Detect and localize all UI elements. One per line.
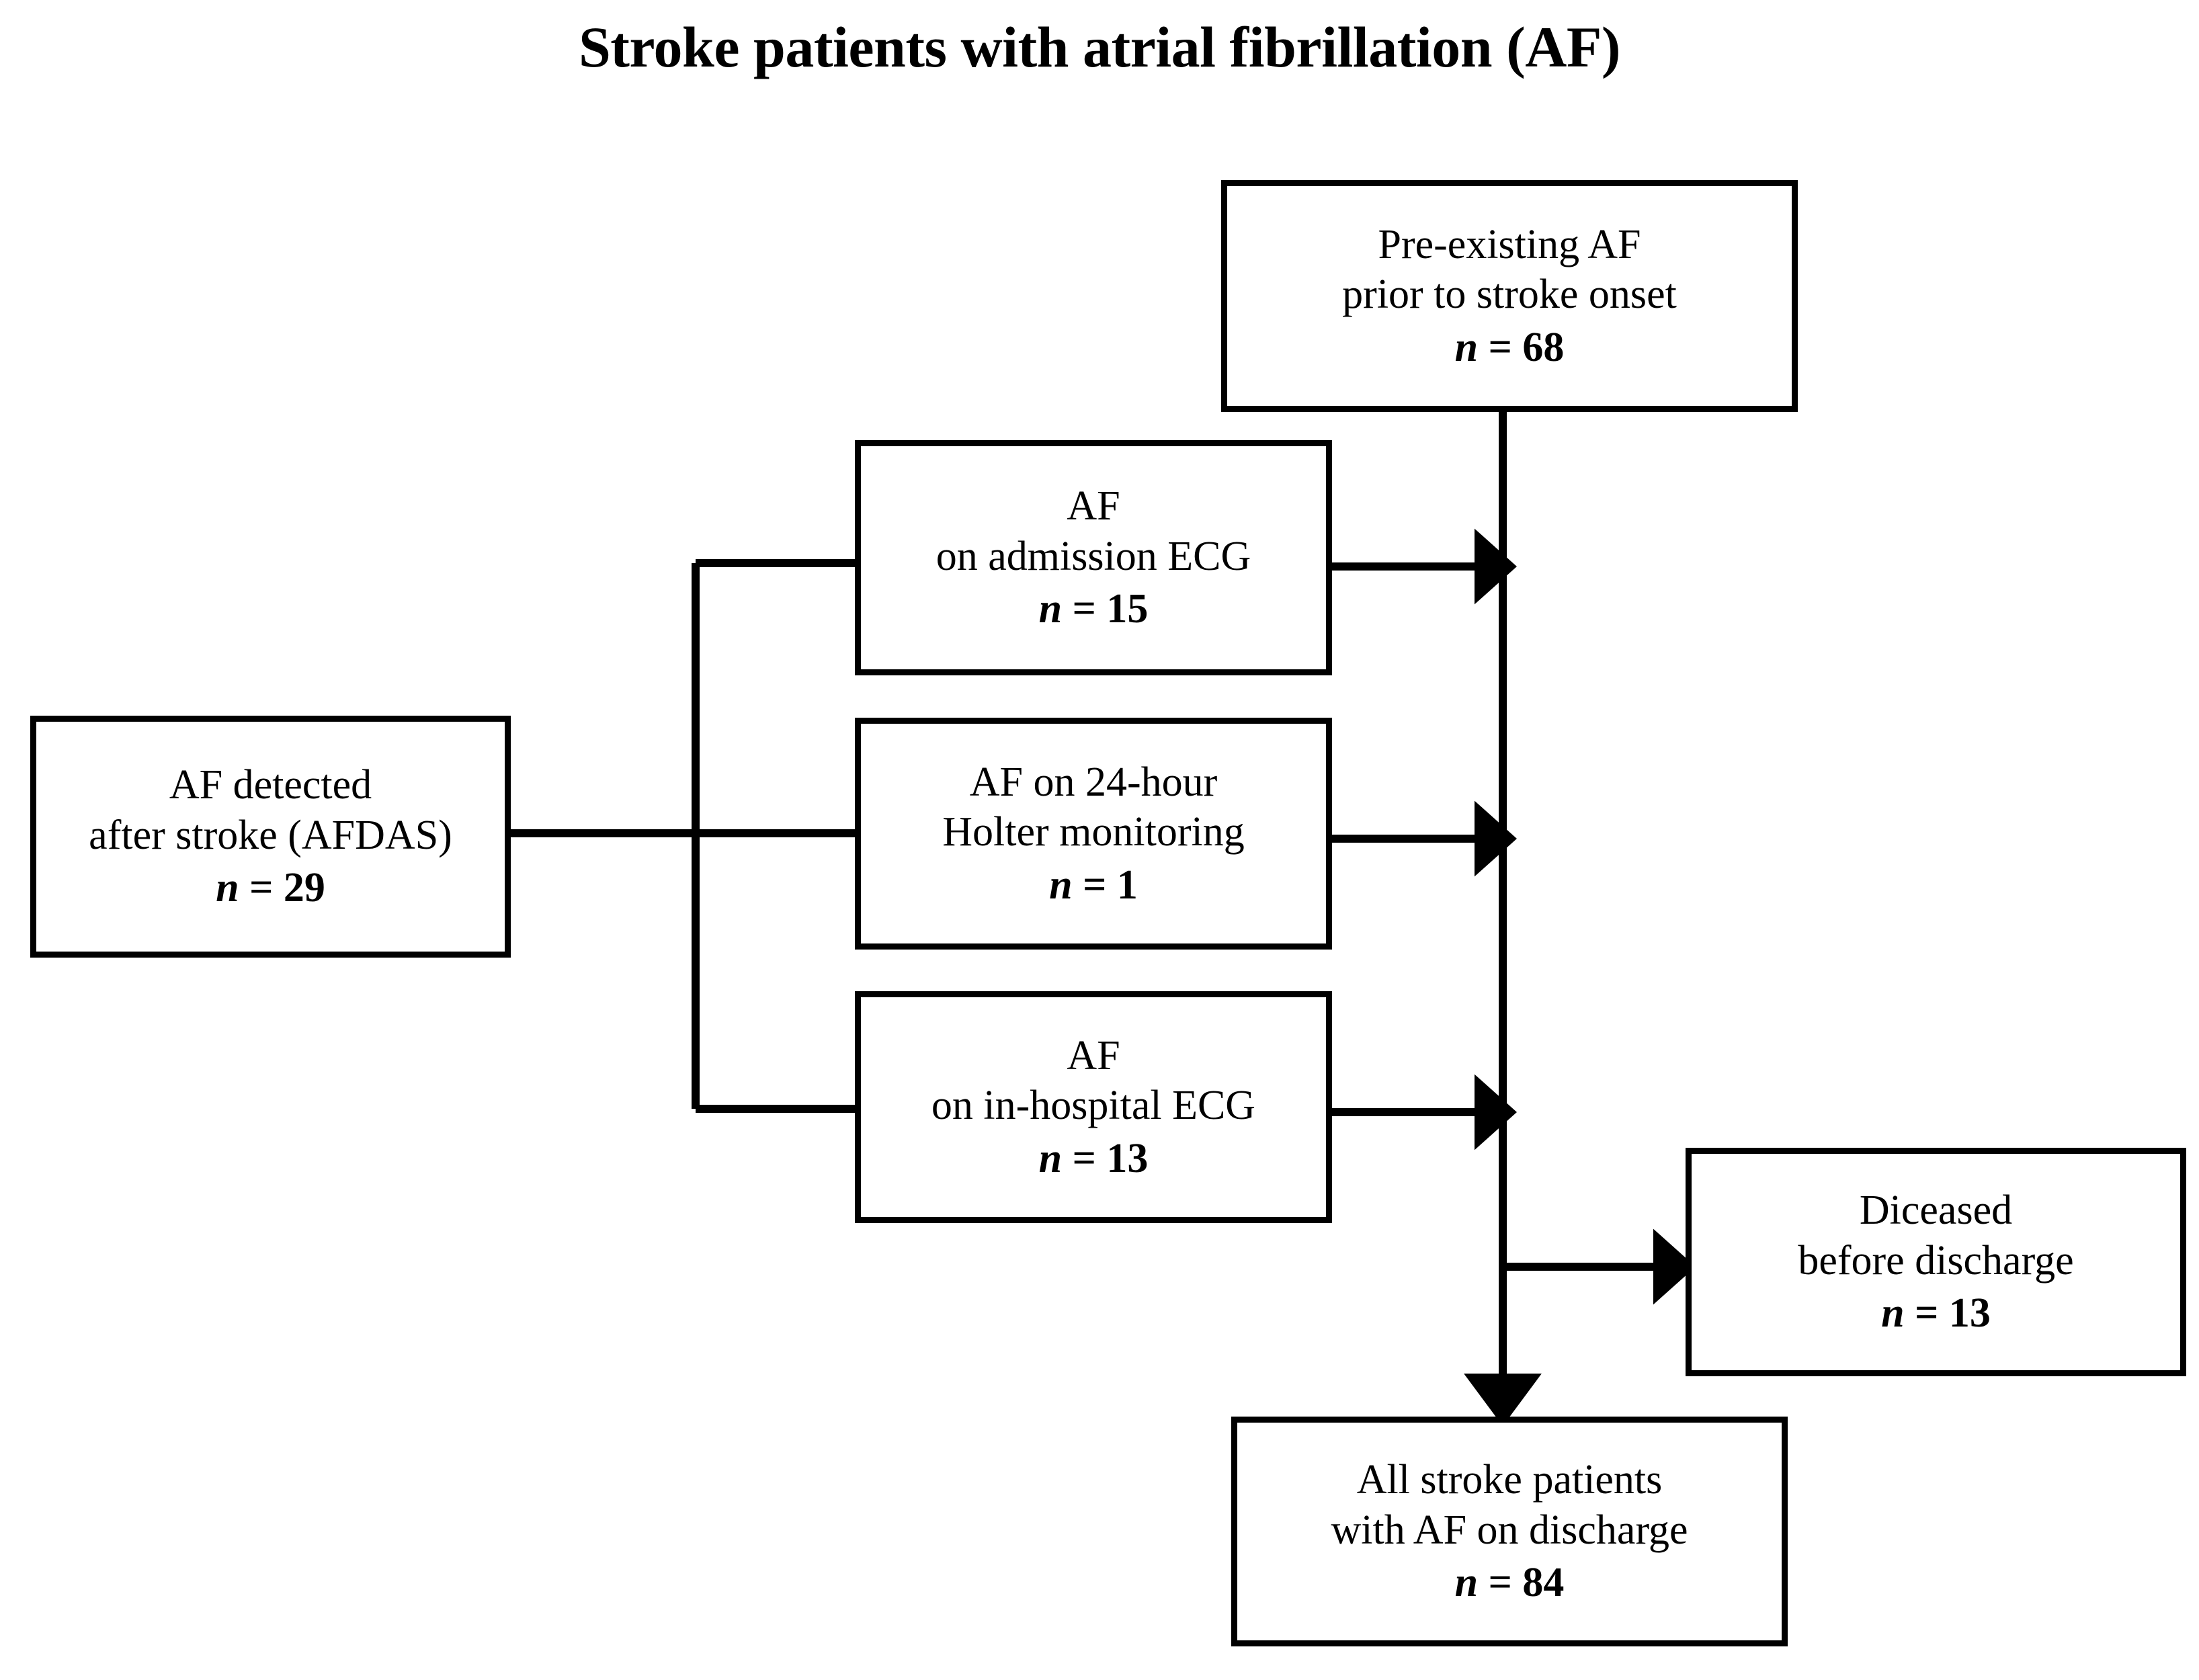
page-title: Stroke patients with atrial fibrillation… [578,15,1621,79]
node-all-discharge-line2: with AF on discharge [1331,1507,1688,1553]
arrowhead-all-discharge [1464,1374,1542,1427]
node-afdas-count: n = 29 [216,865,325,911]
node-inhospital-ecg[interactable]: AF on in-hospital ECG n = 13 [855,991,1332,1223]
node-admission-ecg-line1: AF [1067,483,1120,530]
arrowhead-inhospital-ecg [1475,1074,1517,1150]
node-all-stroke-patients-discharge[interactable]: All stroke patients with AF on discharge… [1231,1417,1788,1646]
node-all-discharge-line1: All stroke patients [1356,1457,1663,1503]
node-deceased-line1: Diceased [1859,1187,2013,1234]
node-admission-ecg-line2: on admission ECG [936,533,1251,579]
node-inhospital-ecg-line2: on in-hospital ECG [931,1083,1256,1129]
node-deceased-count: n = 13 [1881,1290,1991,1337]
node-pre-existing-af[interactable]: Pre-existing AF prior to stroke onset n … [1221,180,1798,412]
node-inhospital-ecg-line1: AF [1067,1032,1120,1079]
node-admission-ecg-count: n = 15 [1038,586,1149,632]
node-holter-monitoring[interactable]: AF on 24-hour Holter monitoring n = 1 [855,718,1332,950]
arrowhead-holter [1475,800,1517,877]
node-pre-existing-af-line2: prior to stroke onset [1342,271,1677,318]
node-admission-ecg[interactable]: AF on admission ECG n = 15 [855,440,1332,675]
node-afdas-line2: after stroke (AFDAS) [89,812,452,858]
arrowhead-admission-ecg [1475,528,1517,605]
node-inhospital-ecg-count: n = 13 [1038,1135,1149,1181]
node-pre-existing-af-count: n = 68 [1454,324,1565,370]
node-holter-monitoring-count: n = 1 [1049,862,1138,908]
node-holter-monitoring-line2: Holter monitoring [942,809,1245,855]
node-deceased-before-discharge[interactable]: Diceased before discharge n = 13 [1686,1148,2186,1376]
node-pre-existing-af-line1: Pre-existing AF [1378,221,1641,267]
node-all-discharge-count: n = 84 [1454,1560,1565,1606]
node-deceased-line2: before discharge [1798,1237,2074,1284]
node-holter-monitoring-line1: AF on 24-hour [969,759,1218,805]
node-afdas[interactable]: AF detected after stroke (AFDAS) n = 29 [30,716,511,958]
arrowhead-deceased [1653,1228,1696,1305]
node-afdas-line1: AF detected [169,762,372,808]
